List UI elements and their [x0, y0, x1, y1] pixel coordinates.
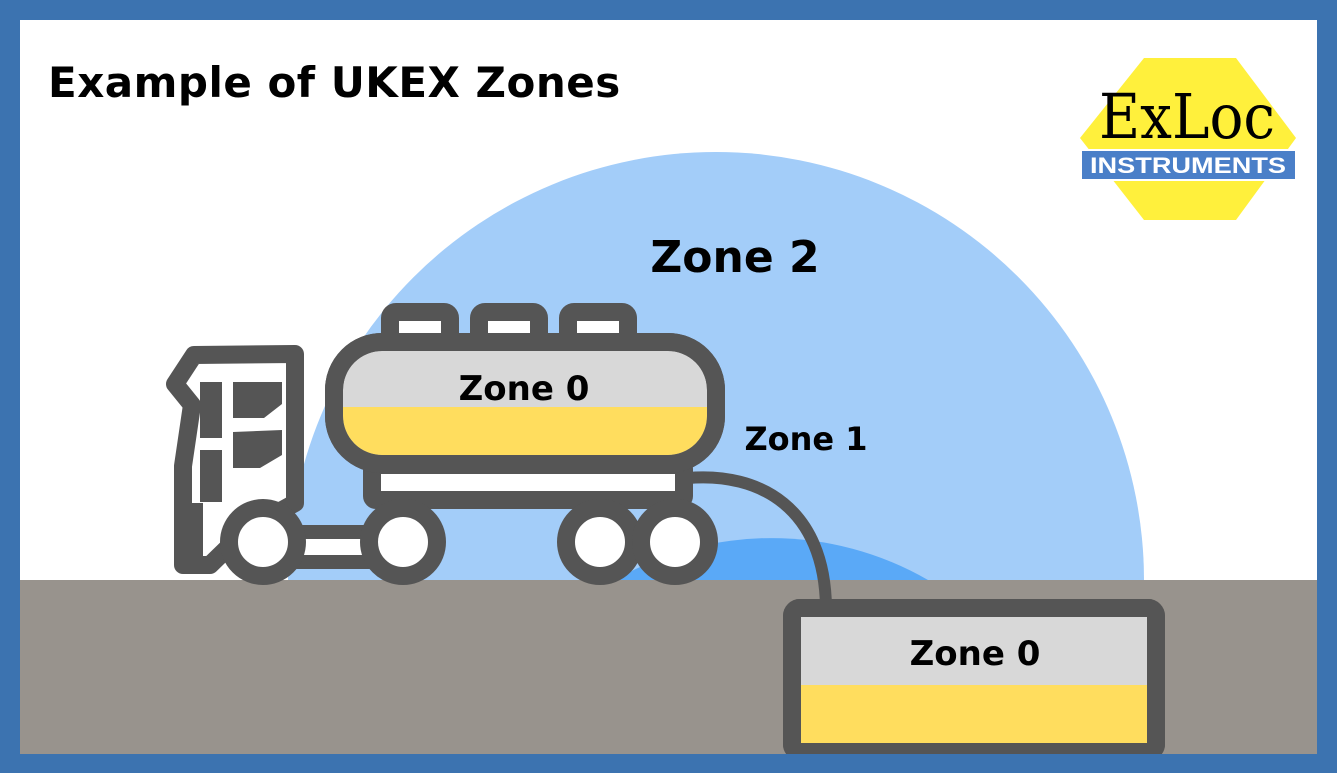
- zone-1-label: Zone 1: [744, 420, 867, 458]
- logo-wordmark: ExLoc: [1099, 80, 1275, 153]
- tanker-truck-icon: [166, 303, 725, 585]
- logo-band: [1081, 150, 1296, 180]
- tanker-zone-0-label: Zone 0: [459, 369, 590, 409]
- underground-zone-0-label: Zone 0: [910, 634, 1041, 674]
- page-title: Example of UKEX Zones: [48, 58, 621, 107]
- hose-pipe: [682, 471, 832, 614]
- zone-2-label: Zone 2: [650, 232, 819, 283]
- underground-tank-icon: [783, 599, 1165, 754]
- diagram-frame: Zone 2 Zone 1 Zone 0 Zone 0 ExLoc INSTRU…: [20, 20, 1317, 754]
- zones-diagram: Zone 2 Zone 1 Zone 0 Zone 0 ExLoc INSTRU…: [20, 58, 1317, 754]
- logo-subtitle: INSTRUMENTS: [1090, 153, 1286, 178]
- exloc-logo: ExLoc INSTRUMENTS: [1080, 58, 1297, 220]
